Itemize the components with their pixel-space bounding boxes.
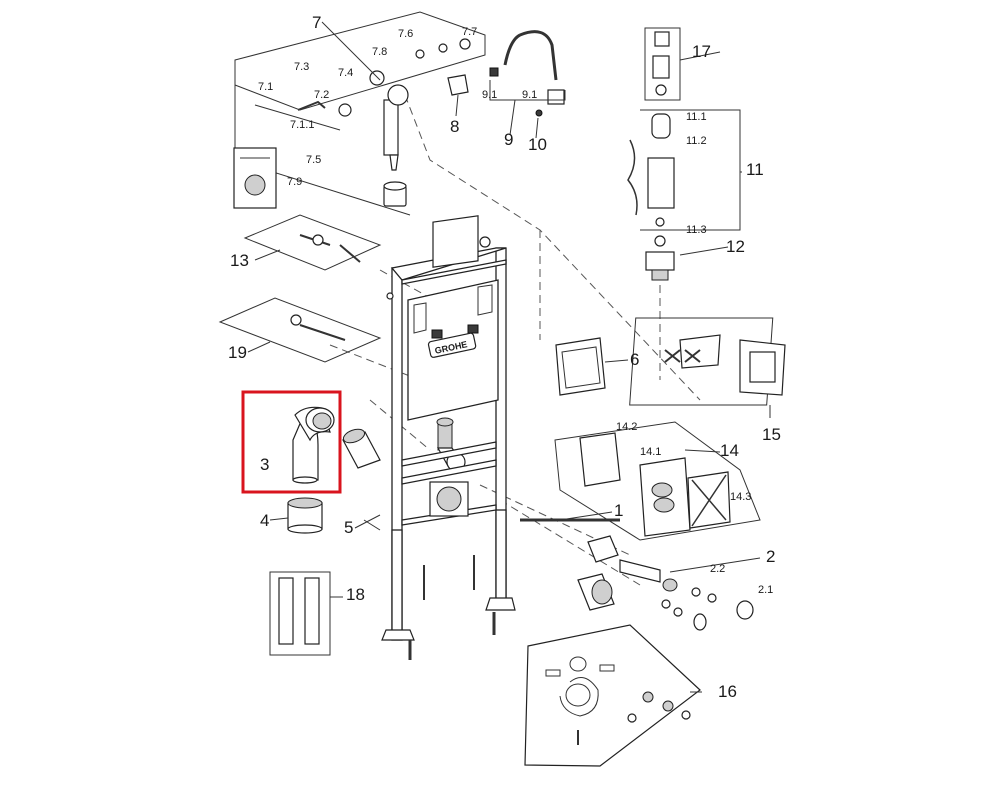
label-7-5: 7.5 [306, 154, 321, 166]
label-14-3: 14.3 [730, 491, 751, 503]
part-15-group [629, 317, 786, 406]
fixing-parts-19 [218, 297, 382, 363]
label-1: 1 [614, 501, 623, 520]
label-6: 6 [630, 350, 639, 369]
label-2-1: 2.1 [758, 584, 773, 596]
label-13: 13 [230, 251, 249, 270]
part-6-box [555, 337, 606, 396]
hose-parts [447, 30, 566, 117]
part-16-panel [524, 624, 701, 767]
label-18: 18 [346, 585, 365, 604]
label-7-6: 7.6 [398, 28, 413, 40]
label-7-1-1: 7.1.1 [290, 119, 314, 131]
label-14-2: 14.2 [616, 421, 637, 433]
label-7-4: 7.4 [338, 67, 353, 79]
highlight-box [241, 390, 342, 494]
part-1-2-group [520, 518, 754, 631]
label-16: 16 [718, 682, 737, 701]
label-4: 4 [260, 511, 269, 530]
label-5: 5 [344, 518, 353, 537]
label-11-2: 11.2 [686, 135, 707, 147]
fixing-parts-13 [243, 214, 382, 271]
label-3: 3 [260, 455, 269, 474]
label-7-9: 7.9 [287, 176, 302, 188]
label-14-1: 14.1 [640, 446, 661, 458]
label-2: 2 [766, 547, 775, 566]
label-7-3: 7.3 [294, 61, 309, 73]
part-labels: 7 7.7 7.6 7.8 7.3 7.4 7.1 7.2 7.1.1 7.5 … [228, 13, 781, 701]
label-11-3: 11.3 [686, 224, 707, 236]
label-11-1: 11.1 [686, 111, 707, 123]
label-7-7: 7.7 [462, 26, 477, 38]
label-9-1b: 9.1 [522, 89, 537, 101]
part-14-group [554, 421, 761, 541]
label-19: 19 [228, 343, 247, 362]
leader-lines [247, 21, 771, 693]
label-9: 9 [504, 130, 513, 149]
label-10: 10 [528, 135, 547, 154]
label-2-2: 2.2 [710, 563, 725, 575]
part-18-brackets [269, 571, 331, 656]
fill-valve-parts [627, 27, 741, 281]
label-7-2: 7.2 [314, 89, 329, 101]
part-3-elbow-bend [241, 390, 342, 494]
label-17: 17 [692, 42, 711, 61]
label-7-1: 7.1 [258, 81, 273, 93]
installation-frame: GROHE [381, 215, 516, 660]
label-7: 7 [312, 13, 321, 32]
label-11: 11 [746, 160, 764, 179]
valve-parts-group-7 [233, 11, 486, 216]
label-12: 12 [726, 237, 745, 256]
label-9-1a: 9.1 [482, 89, 497, 101]
label-7-8: 7.8 [372, 46, 387, 58]
label-8: 8 [450, 117, 459, 136]
label-14: 14 [720, 441, 739, 460]
connector-pipe [342, 428, 381, 469]
label-15: 15 [762, 425, 781, 444]
anchor-bolts [408, 555, 496, 660]
part-4-sleeve [287, 497, 323, 534]
